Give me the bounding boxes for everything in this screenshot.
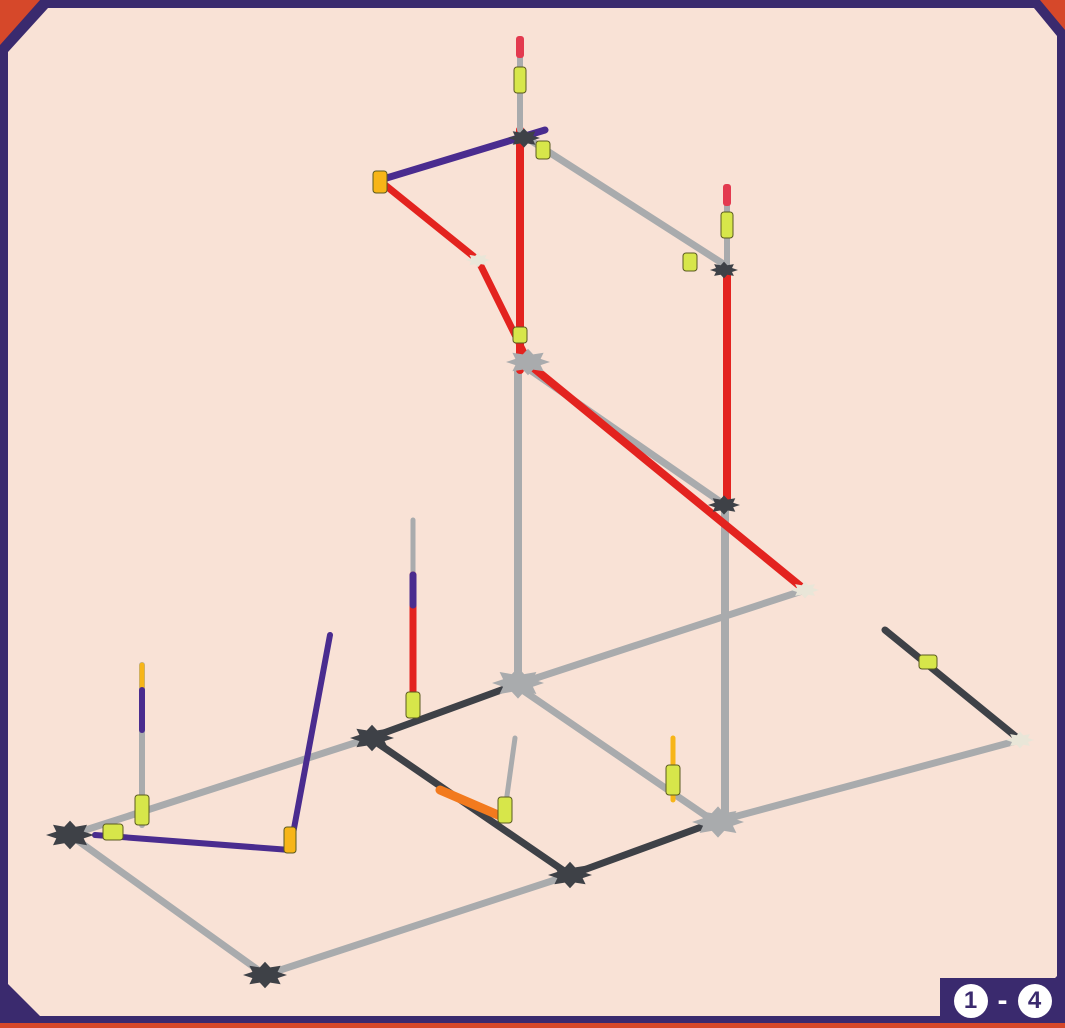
connector-clip-top-left [514, 67, 526, 93]
connector-hub-right-base [692, 806, 744, 837]
connector-clip-yellow-top [373, 171, 387, 193]
connector-hub-elbow [466, 253, 490, 267]
connector-hub-back-right [791, 582, 819, 599]
connector-hub-top-right [710, 262, 738, 279]
connector-clip-mid [513, 327, 527, 343]
connector-clip-left-corner [103, 824, 123, 840]
step-to: 4 [1018, 984, 1052, 1018]
connector-hub-front-mid [548, 862, 592, 888]
connector-hub-mid [506, 349, 550, 375]
step-separator: - [998, 986, 1008, 1016]
connector-clip-top-right-side [683, 253, 697, 271]
connector-hub-right-corner [1006, 732, 1034, 749]
connector-clip-riser-front [498, 797, 512, 823]
connector-clip-top-right [721, 212, 733, 238]
connector-hub-left-corner [46, 821, 94, 850]
connector-clip-riser-left [135, 795, 149, 825]
connector-hub-top-left [508, 128, 540, 147]
connector-clip-stub-right [919, 655, 937, 669]
connector-clip-top-left-side [536, 141, 550, 159]
step-badge: 1 - 4 [940, 978, 1065, 1023]
connector-hub-right-mid [708, 495, 740, 514]
connector-hub-front-corner [243, 962, 287, 988]
connector-hub-center [492, 667, 544, 698]
cap-red-right [723, 184, 731, 206]
connector-clip-riser-right [666, 765, 680, 795]
connector-hub-back-left [350, 725, 394, 751]
step-from: 1 [954, 984, 988, 1018]
connector-clip-riser-mid [406, 692, 420, 718]
cap-red-left [516, 36, 524, 58]
page-background [8, 8, 1057, 1016]
connector-clip-yellow-base [284, 827, 296, 853]
